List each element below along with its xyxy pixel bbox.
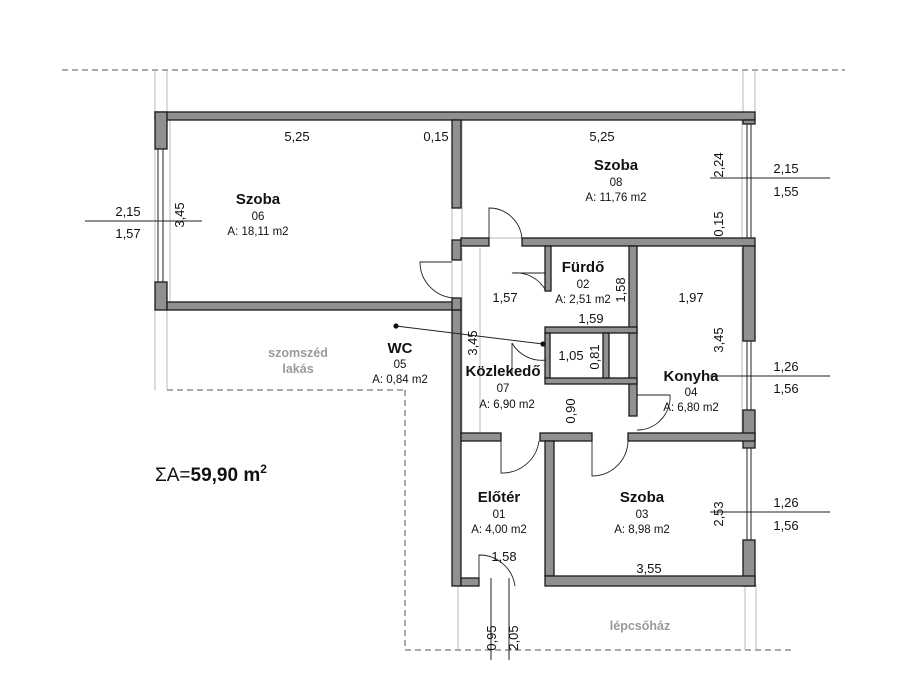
dimension-lines: [85, 177, 830, 660]
dim-text: 1,58: [491, 549, 516, 564]
dim-text: 1,26: [773, 495, 798, 510]
dim-text: 3,55: [636, 561, 661, 576]
dim-text: 2,15: [773, 161, 798, 176]
room-area: A: 4,00 m2: [471, 524, 527, 536]
room-name: Fürdő: [562, 259, 605, 276]
dim-text: 0,15: [711, 211, 726, 236]
room-number: 01: [493, 509, 506, 521]
room-08: Szoba 08 A: 11,76 m2: [585, 157, 646, 204]
dim-text: 2,24: [711, 152, 726, 177]
room-number: 02: [577, 279, 590, 291]
dim-text: 2,15: [115, 204, 140, 219]
dim-text: 1,57: [492, 290, 517, 305]
room-name: Szoba: [594, 157, 639, 174]
doors: [419, 207, 671, 587]
total-area: ΣA=59,90 m2: [155, 462, 267, 486]
room-number: 08: [610, 177, 623, 189]
room-name: Előtér: [478, 489, 521, 506]
room-01: Előtér 01 A: 4,00 m2: [471, 489, 527, 536]
room-number: 04: [685, 387, 698, 399]
dim-text: 1,59: [578, 311, 603, 326]
room-name: Szoba: [620, 489, 665, 506]
dimension-labels: 5,25 0,15 5,25 2,15 1,57 2,15 1,55 1,57 …: [115, 129, 798, 651]
dim-text: 2,53: [711, 501, 726, 526]
stairwell-label: lépcsőház: [610, 619, 670, 633]
dim-text: 0,81: [587, 344, 602, 369]
room-number: 07: [497, 383, 510, 395]
dim-text: 1,58: [613, 277, 628, 302]
room-05: WC 05 A: 0,84 m2: [372, 340, 428, 386]
room-area: A: 18,11 m2: [227, 226, 288, 238]
room-area: A: 0,84 m2: [372, 374, 428, 386]
dim-text: 1,05: [558, 348, 583, 363]
dim-text: 1,56: [773, 381, 798, 396]
room-area: A: 8,98 m2: [614, 524, 670, 536]
room-07: Közlekedő 07 A: 6,90 m2: [465, 363, 540, 411]
room-06: Szoba 06 A: 18,11 m2: [227, 191, 288, 238]
room-name: Konyha: [663, 368, 719, 385]
dim-text: 1,57: [115, 226, 140, 241]
dim-text: 0,90: [563, 398, 578, 423]
dim-text: 5,25: [284, 129, 309, 144]
dim-text: 1,56: [773, 518, 798, 533]
dim-text: 0,95: [484, 625, 499, 650]
dim-text: 2,05: [506, 625, 521, 650]
neighbor-label-line2: lakás: [282, 362, 313, 376]
room-number: 05: [394, 359, 407, 371]
room-name: Szoba: [236, 191, 281, 208]
dim-text: 1,55: [773, 184, 798, 199]
room-04: Konyha 04 A: 6,80 m2: [663, 368, 719, 414]
room-area: A: 11,76 m2: [585, 192, 646, 204]
dim-text: 0,15: [423, 129, 448, 144]
room-number: 03: [636, 509, 649, 521]
dim-text: 3,45: [711, 327, 726, 352]
room-name: Közlekedő: [465, 363, 540, 380]
room-number: 06: [252, 211, 265, 223]
room-03: Szoba 03 A: 8,98 m2: [614, 489, 670, 536]
reference-lines: [62, 69, 845, 651]
room-area: A: 6,90 m2: [479, 399, 535, 411]
room-name: WC: [388, 340, 413, 357]
room-area: A: 6,80 m2: [663, 402, 719, 414]
dim-text: 3,45: [172, 202, 187, 227]
dim-text: 1,97: [678, 290, 703, 305]
room-02: Fürdő 02 A: 2,51 m2: [555, 259, 611, 306]
dim-text: 5,25: [589, 129, 614, 144]
room-area: A: 2,51 m2: [555, 294, 611, 306]
neighbor-label-line1: szomszéd: [268, 346, 328, 360]
dim-text: 1,26: [773, 359, 798, 374]
walls: [154, 111, 756, 587]
dim-text: 3,45: [465, 330, 480, 355]
